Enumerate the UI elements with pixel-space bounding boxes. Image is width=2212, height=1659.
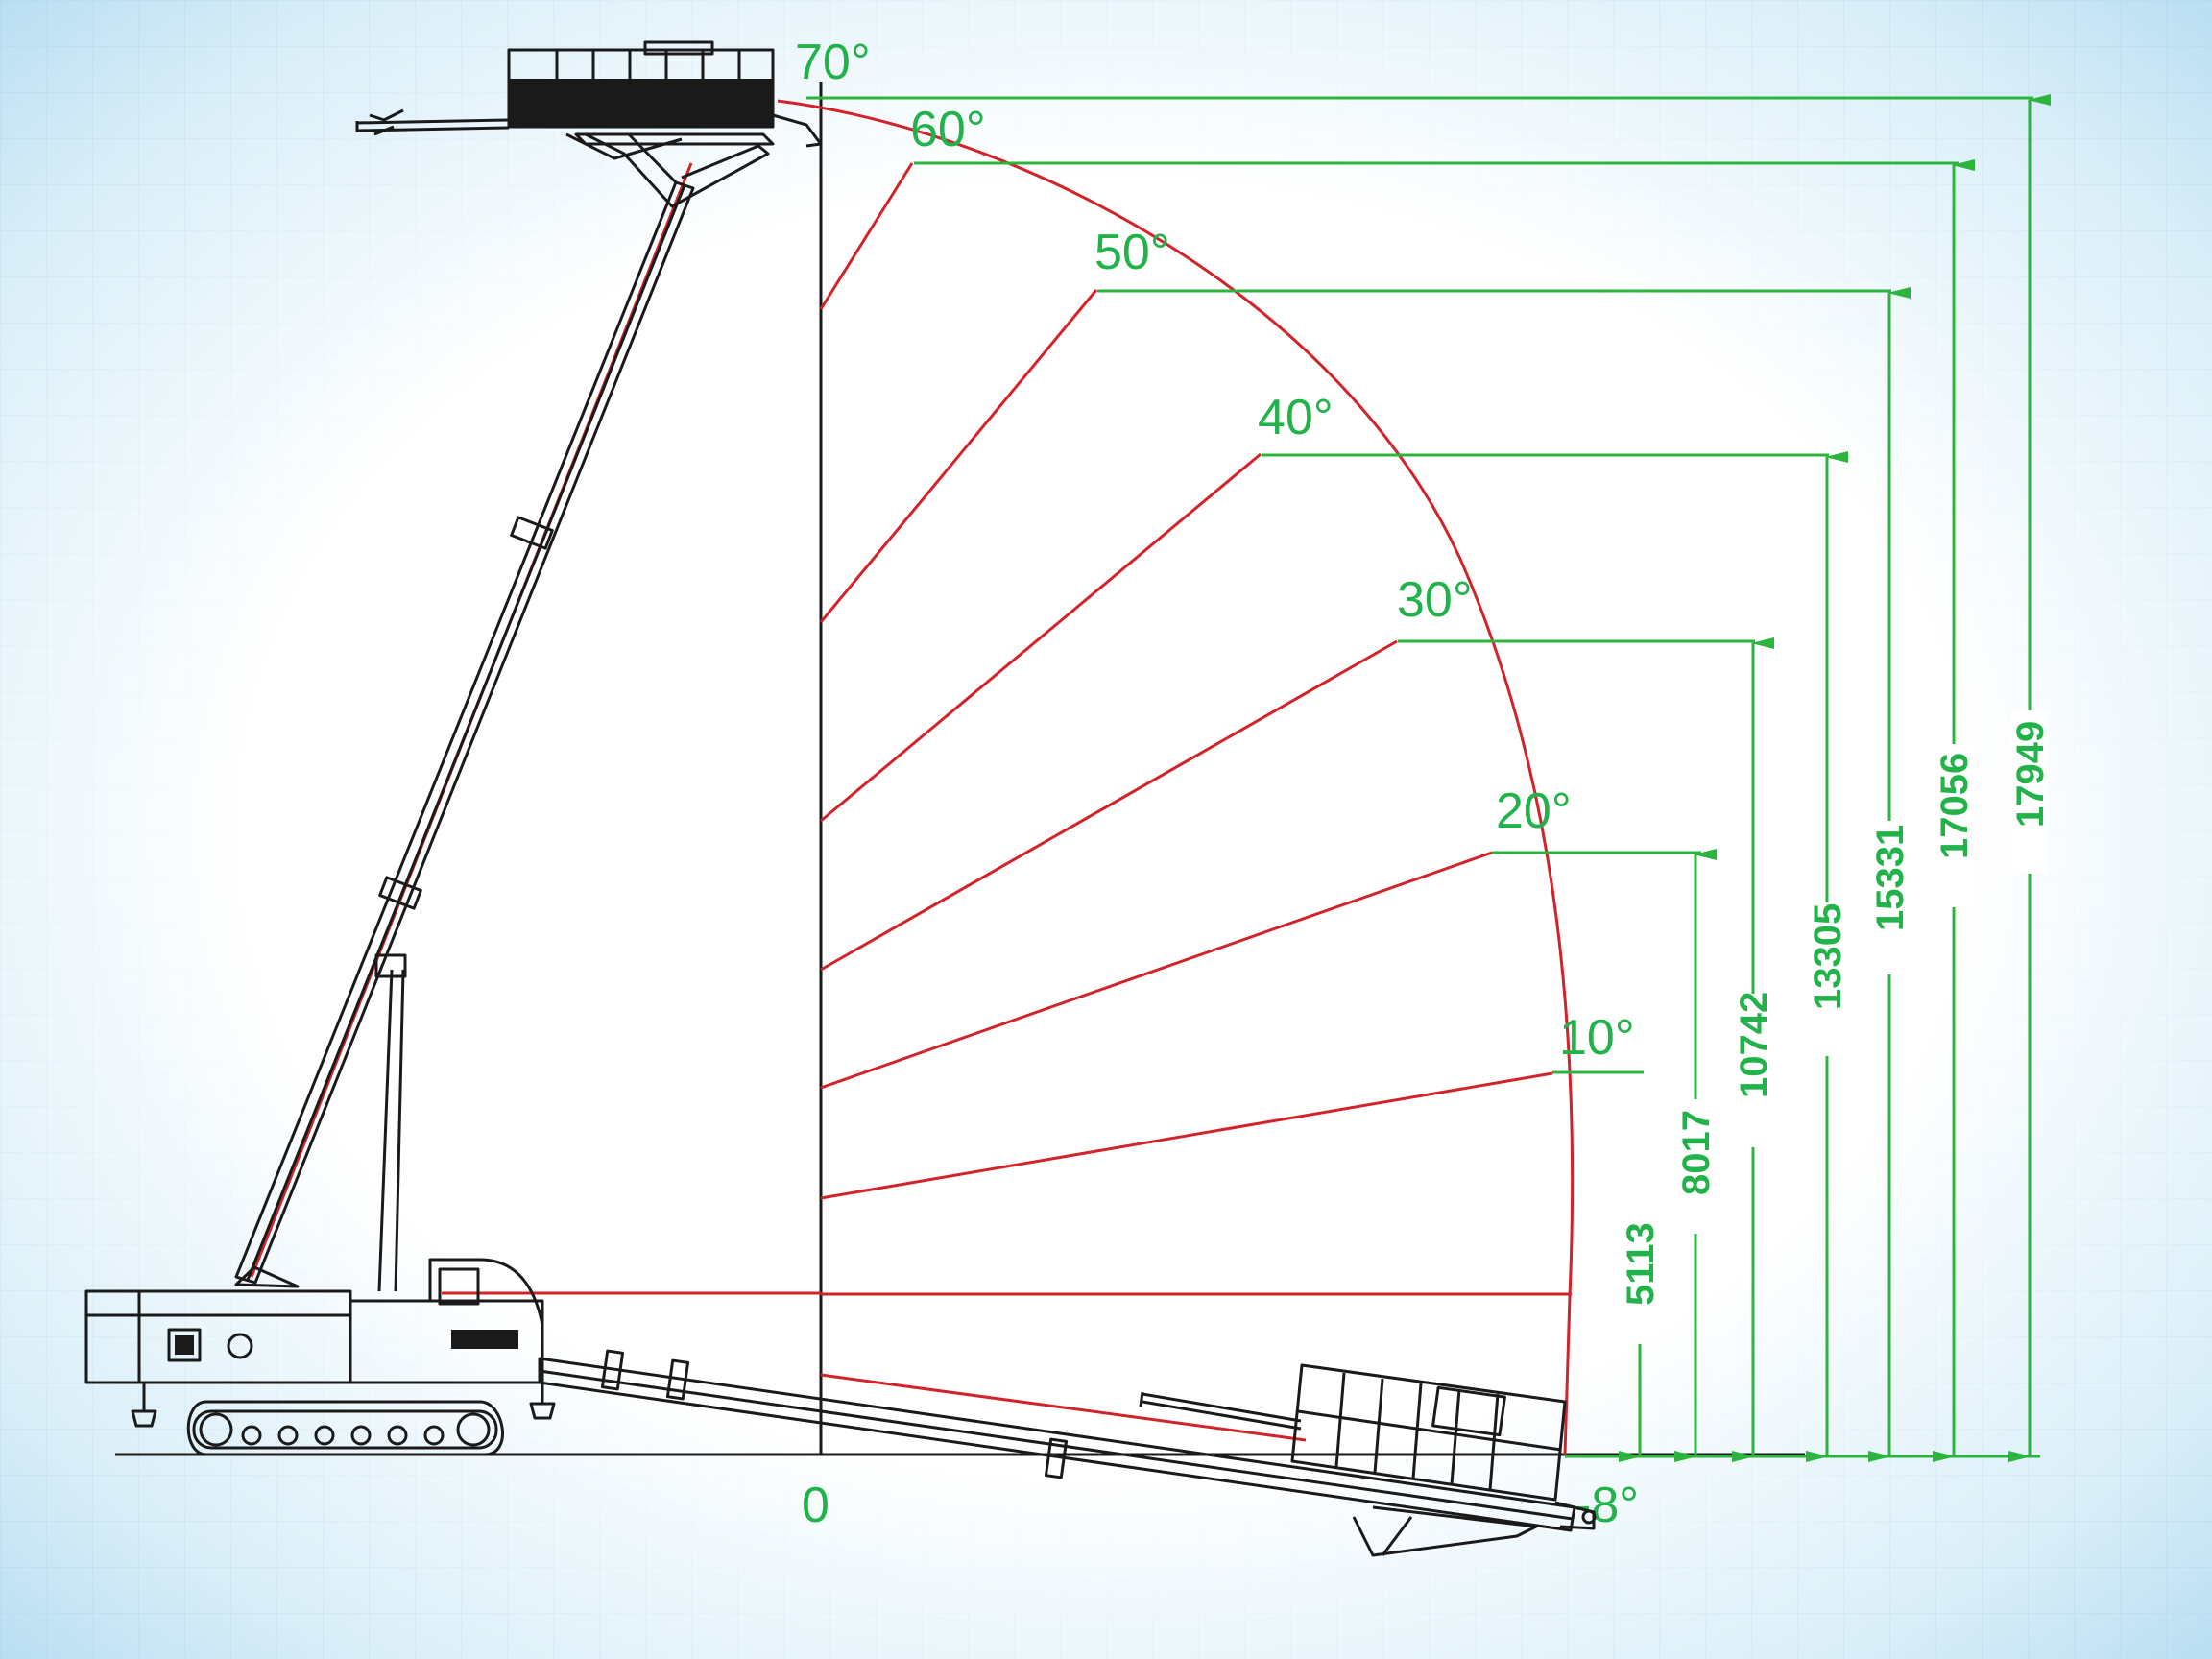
fan-line-20	[820, 851, 1493, 1090]
lowered-boom-section	[538, 1357, 1576, 1532]
platform-control-box	[643, 40, 714, 56]
engine-housing	[84, 1289, 352, 1384]
track-rollers	[199, 1412, 491, 1447]
height-10742: 10742	[1733, 992, 1775, 1098]
angle-label-minus8: -8°	[1575, 1478, 1639, 1533]
height-17949: 17949	[2009, 721, 2052, 828]
height-5113: 5113	[1620, 1222, 1662, 1306]
platform-extension	[355, 108, 510, 136]
angle-label-60: 60°	[910, 102, 986, 157]
boom-pivot	[234, 1265, 300, 1288]
height-labels: 17949 17056 15331 13305 10742 8017 5113	[1620, 721, 2052, 1306]
fan-line-10	[820, 1071, 1553, 1200]
fan-line-neg	[820, 1373, 1307, 1442]
lowered-platform-support	[1352, 1505, 1538, 1557]
lowered-boom-collar	[665, 1358, 690, 1401]
engine-gauge	[227, 1333, 253, 1359]
boom-lowered	[538, 1349, 1597, 1557]
outrigger-left	[131, 1382, 157, 1428]
platform-support	[565, 113, 823, 160]
boom-raised	[234, 132, 775, 1292]
height-17056: 17056	[1934, 753, 1976, 859]
angle-label-10: 10°	[1559, 1010, 1635, 1066]
angle-label-20: 20°	[1496, 783, 1572, 839]
boom-collar	[510, 516, 554, 550]
fan-line-30	[820, 639, 1398, 972]
height-13305: 13305	[1807, 903, 1849, 1010]
lowered-platform-extension	[1139, 1391, 1302, 1431]
angle-label-70: 70°	[795, 35, 871, 90]
height-dimensions	[806, 94, 2051, 1462]
operator-cab	[428, 1258, 544, 1363]
angle-label-40: 40°	[1258, 390, 1334, 445]
fan-line-40	[820, 452, 1262, 823]
lift-cylinder	[377, 969, 405, 1292]
lowered-control-box	[1431, 1385, 1506, 1437]
outrigger-right	[529, 1382, 556, 1420]
height-8017: 8017	[1675, 1110, 1718, 1195]
boom-section	[234, 180, 695, 1285]
platform-raised	[355, 40, 823, 160]
platform-lowered	[1139, 1363, 1567, 1502]
track-frame	[186, 1400, 504, 1456]
engine-vent	[167, 1328, 202, 1362]
crawler-carrier	[84, 1258, 556, 1456]
lowered-boom-collar	[1044, 1437, 1069, 1479]
angle-label-30: 30°	[1397, 572, 1473, 628]
height-15331: 15331	[1869, 825, 1911, 931]
lowered-boom-collar	[600, 1349, 625, 1391]
origin-label: 0	[802, 1478, 830, 1533]
outer-arc	[777, 99, 1575, 1455]
boom-collar	[378, 876, 422, 910]
lowered-platform-basket	[1290, 1363, 1567, 1502]
fan-line-60	[819, 162, 914, 310]
fan-line-50	[819, 289, 1098, 623]
angle-label-50: 50°	[1094, 225, 1170, 280]
angle-labels: 70° 60° 50° 40° 30° 20° 10° -8° 0	[795, 35, 1639, 1533]
